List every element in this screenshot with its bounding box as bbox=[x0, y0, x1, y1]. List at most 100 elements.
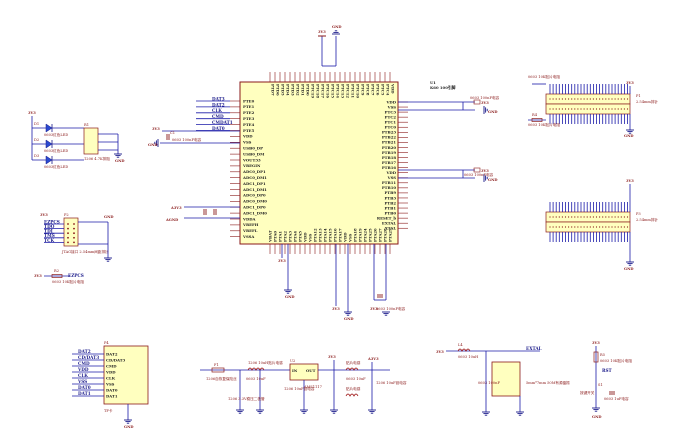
mcu-bottom-pin: PTA28 bbox=[382, 228, 387, 242]
mcu-bottom-pin: PTA16 bbox=[332, 228, 337, 242]
a3v3-label: A3V3 bbox=[170, 206, 182, 210]
mcu-bottom-pin: VDD bbox=[302, 232, 307, 243]
mcu-left-pin: ADC0_DM1 bbox=[242, 175, 267, 180]
mcu-bottom-pin: PTA18 bbox=[352, 228, 357, 242]
top-gnd-label: GND bbox=[332, 25, 341, 29]
mcu-left-pin: VSSA bbox=[242, 234, 254, 239]
left-gnd: GND bbox=[148, 143, 157, 147]
hdr-top-gnd: GND bbox=[624, 134, 633, 138]
tf-pin-label: DAT2 bbox=[106, 351, 118, 356]
bottom-power: GND 3V3 3V3 GND 3V3 0603 100nF电容 bbox=[278, 244, 406, 321]
mcu-right-pin: PTB10 bbox=[382, 185, 397, 190]
bottom-3v3-3: 3V3 bbox=[370, 307, 378, 311]
mcu-left-pin: PTE3 bbox=[243, 116, 255, 121]
mcu-top-pin: PTD2 bbox=[295, 84, 300, 96]
mcu-right-pin: PTB3 bbox=[384, 195, 396, 200]
bottom-3v3-1: 3V3 bbox=[278, 259, 286, 263]
jtag-label: JTAG接口 2.54mm间距排针 bbox=[61, 249, 109, 254]
mcu-left-pin: ADC1_DP1 bbox=[242, 181, 266, 186]
mcu-bottom-pin: VBAT bbox=[267, 230, 272, 243]
c1-label: 0603 100nF电容 bbox=[172, 137, 202, 142]
mcu-left-pin: ADC1_DM1 bbox=[242, 187, 267, 192]
mcu-bottom-pin: PTA26 bbox=[372, 228, 377, 242]
mcu-left-pin: PTE0 bbox=[243, 98, 255, 103]
mcu-top-pin: PTD0 bbox=[305, 84, 310, 96]
mcu-left-pin: VREFL bbox=[242, 228, 258, 233]
mcu-bottom-pin: VDD bbox=[342, 232, 347, 243]
xtal-3v3: 3V3 bbox=[436, 350, 444, 354]
mcu-bottom-pin: PTA29 bbox=[387, 228, 392, 242]
agnd-label: AGND bbox=[165, 218, 178, 222]
mcu-top-pin: PTC15 bbox=[330, 84, 335, 98]
mcu-right-pin: PTC3 bbox=[385, 109, 397, 114]
c-label-2: 0603 10uF bbox=[346, 377, 366, 381]
mcu-bottom-pin: PTA25 bbox=[367, 228, 372, 242]
mcu-bottom-pin: PTA5 bbox=[297, 231, 302, 242]
bottom-3v3-2: 3V3 bbox=[332, 307, 340, 311]
sw-label: 按键开关 bbox=[580, 390, 595, 395]
mcu-right-pin: VSS bbox=[387, 175, 397, 180]
mcu-left-pin: VSS bbox=[242, 140, 252, 145]
led-label: 0603红色LED bbox=[44, 132, 68, 137]
mcu-bottom-pin: PTA13 bbox=[317, 228, 322, 242]
reset-c-label: 0603 1uF电容 bbox=[604, 396, 629, 401]
mcu-top-pin: PTC7 bbox=[370, 84, 375, 96]
left-net-label: DAT2 bbox=[212, 102, 225, 107]
mcu-right-pin: PTB20 bbox=[382, 145, 397, 150]
xtal-c-label: 0603 100nF bbox=[478, 381, 500, 385]
mcu-left-pin: ADC0_DM0 bbox=[242, 199, 267, 204]
c1-ref: C1 bbox=[170, 131, 175, 135]
mcu-bottom-pin: PTA15 bbox=[327, 228, 332, 242]
mcu-bottom-pin: PTA1 bbox=[277, 231, 282, 242]
jtag-ref: P2 bbox=[64, 213, 69, 217]
mcu-top-pin: PTC11 bbox=[350, 84, 355, 98]
mcu-bottom-pin: PTA19 bbox=[357, 228, 362, 242]
mcu-bottom-pin: VSS bbox=[347, 233, 352, 243]
led-ref: D1 bbox=[34, 122, 39, 126]
mcu-k60: U1 K60 100引脚 PTE0PTE1PTE2PTE3PTE4PTE5VDD… bbox=[230, 72, 456, 254]
mcu-right-pin: PTB22 bbox=[382, 135, 397, 140]
mcu-top-pin: PTC17 bbox=[320, 84, 325, 98]
mcu-right-pin: VDD bbox=[385, 170, 396, 175]
mcu-bottom-pin: PTA27 bbox=[377, 228, 382, 242]
tf-label: TF卡 bbox=[104, 408, 113, 413]
mcu-left-pin: PTE1 bbox=[243, 104, 255, 109]
xtal-net: EXTAL bbox=[526, 346, 542, 351]
mcu-bottom-pin: PTA12 bbox=[312, 228, 317, 242]
jtag-pin-label: TDO bbox=[44, 224, 55, 229]
mcu-top-pin: PTC6 bbox=[375, 84, 380, 96]
r5-label: 0603 10K贴片电阻 bbox=[600, 358, 632, 363]
led-ref: D2 bbox=[34, 138, 39, 142]
tf-gnd: GND bbox=[124, 425, 133, 429]
mcu-right-pin: PTB1 bbox=[384, 205, 396, 210]
c-label-4: 1206 10uF钽电容 bbox=[376, 380, 407, 385]
led-3v3: 3V3 bbox=[28, 111, 36, 115]
mcu-top-pin: PTD1 bbox=[300, 84, 305, 96]
reset-3v3: 3V3 bbox=[592, 341, 600, 345]
tf-pin-net: CMD bbox=[78, 361, 90, 366]
tf-pin-label: CMD bbox=[106, 363, 117, 368]
tf-pin-label: DAT1 bbox=[106, 393, 118, 398]
supply-a3v3: A3V3 bbox=[367, 357, 379, 361]
tvs-label: 1206 3.3V稳压二极管 bbox=[228, 396, 265, 401]
mcu-left-pin: ADC1_DP0 bbox=[242, 205, 266, 210]
supply-3v3: 3V3 bbox=[328, 355, 336, 359]
mcu-left-pin: PTE5 bbox=[243, 128, 255, 133]
mcu-left-pin: VOUT33 bbox=[242, 157, 261, 162]
bottom-cap: 0603 100nF电容 bbox=[376, 306, 406, 311]
mcu-right-pin: XTAL bbox=[385, 226, 397, 231]
hdr-bot-gnd: GND bbox=[624, 267, 633, 271]
led-label: 0603红色LED bbox=[44, 148, 68, 153]
header-top-block: P1 2.54mm排针 3V3 GND R4 0603 10K贴片电阻 0603… bbox=[528, 74, 658, 138]
tf-pin-net: VDD bbox=[77, 367, 89, 372]
mcu-top-pin: PTD3 bbox=[290, 84, 295, 96]
mcu-right-pin: PTB0 bbox=[384, 210, 396, 215]
l2-label: 贴片电感 bbox=[346, 360, 361, 365]
resnet-ref: R1 bbox=[84, 123, 89, 127]
mcu-top-pin: PTC16 bbox=[325, 84, 330, 98]
f1-ref: F1 bbox=[214, 363, 219, 367]
mcu-right-pin: PTB2 bbox=[384, 200, 396, 205]
